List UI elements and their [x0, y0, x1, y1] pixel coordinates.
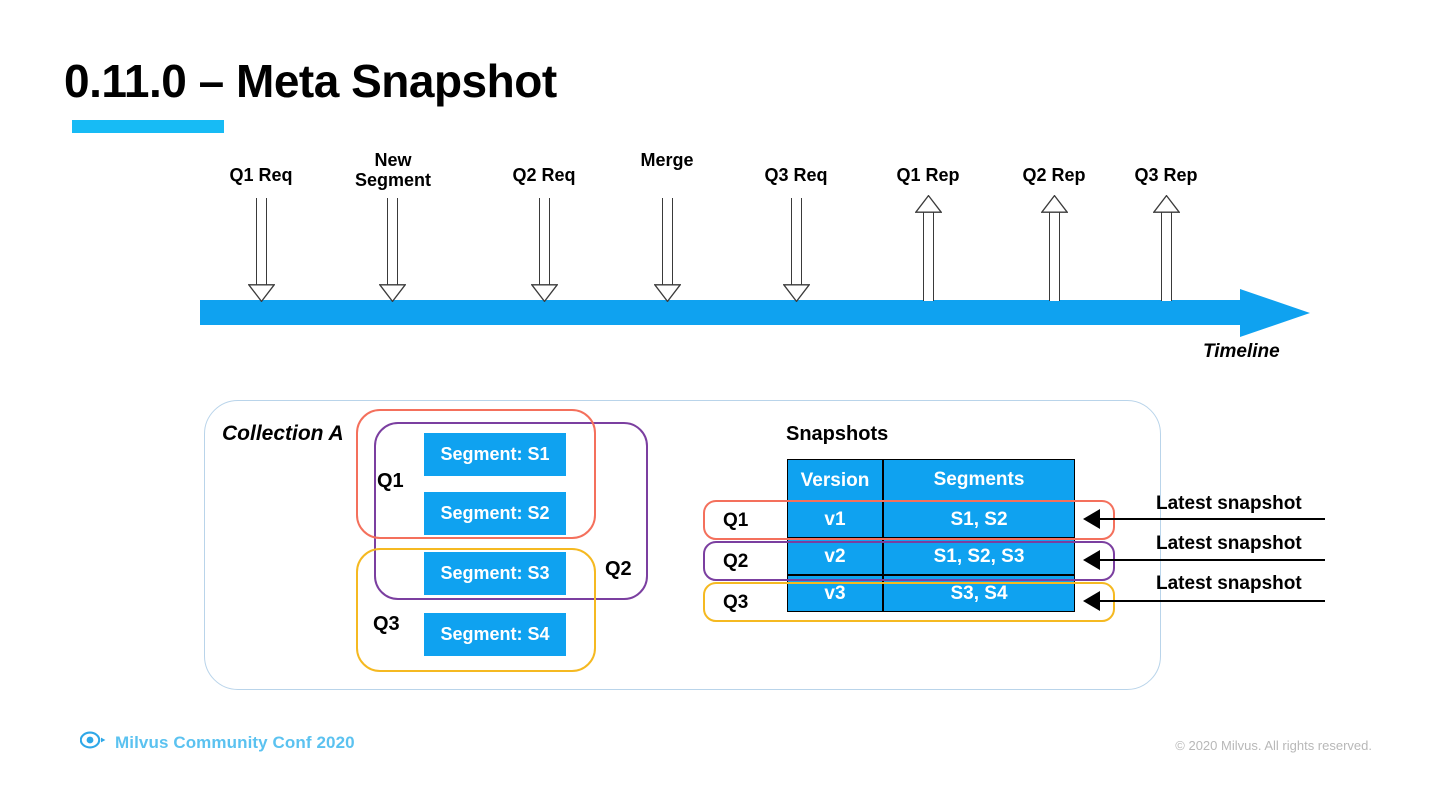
arrow-shaft	[791, 198, 802, 285]
row-label-q1: Q1	[723, 510, 749, 531]
page-title: 0.11.0 – Meta Snapshot	[64, 55, 557, 107]
row-outline-q3	[703, 582, 1115, 622]
arrow-head-icon	[378, 284, 407, 303]
callout-label-q3: Latest snapshot	[1156, 573, 1302, 594]
header-cell-version: Version	[787, 459, 883, 501]
arrow-shaft	[387, 198, 398, 285]
cell-segments: S3, S4	[883, 575, 1075, 612]
arrow-head-icon	[1152, 194, 1181, 213]
timeline-label: Timeline	[1203, 341, 1280, 362]
event-arrow-up-q3-rep	[1152, 194, 1181, 301]
title-underline-rule	[72, 120, 224, 133]
group-label-q3: Q3	[373, 613, 400, 635]
event-arrow-up-q2-rep	[1040, 194, 1069, 301]
row-label-q2: Q2	[723, 551, 749, 572]
snapshots-table: Version Segments v1 S1, S2 v2 S1, S2, S3…	[787, 459, 1075, 612]
cell-segments: S1, S2, S3	[883, 538, 1075, 575]
callout-line-q3	[1095, 600, 1325, 603]
segment-chip-s2: Segment: S2	[424, 492, 566, 535]
event-label-q3-rep: Q3 Rep	[1134, 165, 1198, 185]
arrow-head-icon	[782, 284, 811, 303]
table-row: v2 S1, S2, S3	[787, 538, 1075, 575]
group-outline-q3	[356, 548, 596, 672]
segment-chip-s3: Segment: S3	[424, 552, 566, 595]
event-label-q2-req: Q2 Req	[512, 165, 576, 185]
row-label-q3: Q3	[723, 592, 749, 613]
arrow-shaft	[1049, 212, 1060, 301]
footer-copyright: © 2020 Milvus. All rights reserved.	[1175, 738, 1372, 753]
timeline-arrowhead-icon	[1240, 289, 1310, 337]
snapshots-title: Snapshots	[786, 423, 889, 445]
arrow-shaft	[923, 212, 934, 301]
callout-label-q2: Latest snapshot	[1156, 533, 1302, 554]
table-row: v3 S3, S4	[787, 575, 1075, 612]
row-outline-q2	[703, 541, 1115, 581]
arrow-head-icon	[247, 284, 276, 303]
event-label-new-segment: New Segment	[354, 150, 432, 191]
arrow-head-icon	[914, 194, 943, 213]
header-version-text: Version	[800, 469, 870, 491]
cell-version: v2	[787, 538, 883, 575]
segment-chip-s4: Segment: S4	[424, 613, 566, 656]
arrow-head-icon	[1040, 194, 1069, 213]
arrow-shaft	[256, 198, 267, 285]
header-cell-segments: Segments	[883, 459, 1075, 501]
callout-label-q1: Latest snapshot	[1156, 493, 1302, 514]
group-label-q1: Q1	[377, 470, 404, 492]
event-label-q2-rep: Q2 Rep	[1022, 165, 1086, 185]
collection-label: Collection A	[222, 422, 344, 445]
event-arrow-down-q3-req	[782, 198, 811, 303]
callout-line-q2	[1095, 559, 1325, 562]
group-outline-q2	[374, 422, 648, 600]
event-label-merge: Merge	[640, 150, 694, 170]
event-arrow-up-q1-rep	[914, 194, 943, 301]
arrow-shaft	[539, 198, 550, 285]
callout-arrowhead-icon-q1	[1083, 509, 1100, 529]
event-label-q3-req: Q3 Req	[764, 165, 828, 185]
callout-arrowhead-icon-q3	[1083, 591, 1100, 611]
callout-arrowhead-icon-q2	[1083, 550, 1100, 570]
segment-chip-s1: Segment: S1	[424, 433, 566, 476]
table-header-row: Version Segments	[787, 459, 1075, 501]
footer-brand-text: Milvus Community Conf 2020	[115, 732, 355, 752]
milvus-eye-icon	[79, 731, 106, 754]
callout-line-q1	[1095, 518, 1325, 521]
event-label-q1-req: Q1 Req	[229, 165, 293, 185]
table-row: v1 S1, S2	[787, 501, 1075, 538]
cell-version: v3	[787, 575, 883, 612]
event-arrow-down-q2-req	[530, 198, 559, 303]
timeline-bar	[200, 300, 1250, 325]
event-arrow-down-q1-req	[247, 198, 276, 303]
cell-version: v1	[787, 501, 883, 538]
arrow-head-icon	[530, 284, 559, 303]
row-outline-q1	[703, 500, 1115, 540]
event-arrow-down-new-segment	[378, 198, 407, 303]
group-label-q2: Q2	[605, 558, 632, 580]
event-arrow-down-merge	[653, 198, 682, 303]
arrow-shaft	[1161, 212, 1172, 301]
group-outline-q1	[356, 409, 596, 539]
arrow-head-icon	[653, 284, 682, 303]
event-label-q1-rep: Q1 Rep	[896, 165, 960, 185]
arrow-shaft	[662, 198, 673, 285]
footer-logo: Milvus Community Conf 2020	[79, 731, 355, 754]
